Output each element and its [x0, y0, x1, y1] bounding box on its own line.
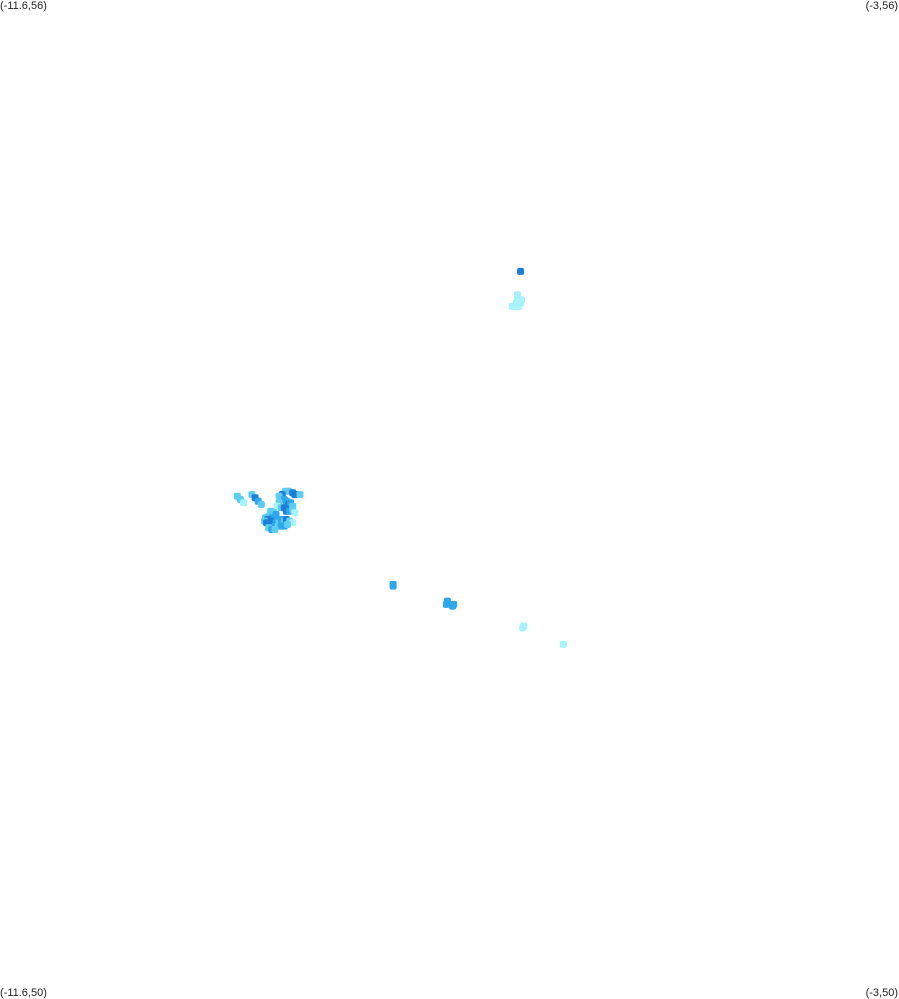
south-cell-3-cell [519, 624, 527, 632]
south-cell-4-cell [559, 640, 567, 648]
corner-label-bottom-left: (-11.6,50) [0, 987, 47, 999]
south-cell-1-cell [389, 582, 397, 590]
west-cluster-cell [284, 521, 291, 528]
south-cell-3 [519, 622, 528, 632]
south-cell-2 [442, 597, 458, 610]
corner-label-top-right: (-3,56) [865, 0, 898, 12]
west-cluster [233, 487, 304, 533]
north-marker [517, 267, 525, 275]
south-cell-4 [559, 640, 567, 648]
north-patch [508, 291, 526, 310]
south-cell-2-cell [449, 602, 457, 610]
west-cluster-cell [271, 526, 279, 533]
corner-label-bottom-right: (-3,50) [865, 987, 898, 999]
west-cluster-cell [291, 509, 299, 517]
south-cell-2-cell [442, 600, 450, 608]
north-patch-cell [515, 302, 522, 310]
corner-label-top-left: (-11.6,56) [0, 0, 47, 12]
south-cell-1 [389, 580, 397, 590]
west-cluster-cell [296, 491, 304, 498]
west-cluster-cell [240, 499, 248, 507]
north-marker-cell [517, 267, 525, 275]
west-cluster-cell [257, 501, 265, 508]
